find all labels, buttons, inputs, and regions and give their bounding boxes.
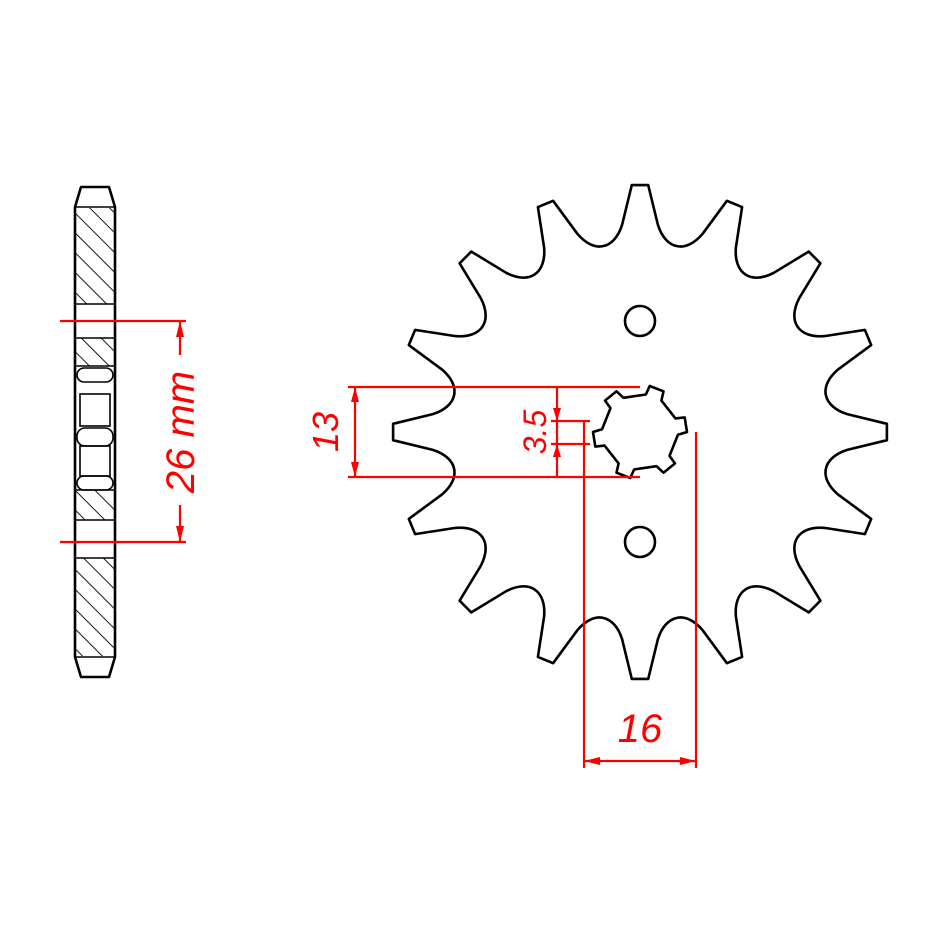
dimension-spline-outer: 13 xyxy=(305,385,640,479)
side-view xyxy=(73,185,117,679)
sprocket-outline xyxy=(391,183,889,681)
bolt-hole-bottom xyxy=(623,525,657,559)
dimension-spline-key: 3.5 xyxy=(517,387,590,477)
spline-bore xyxy=(591,384,689,480)
spline-key-label: 3.5 xyxy=(517,410,553,455)
hub-width-label: 26 mm xyxy=(159,371,203,494)
bore-to-edge-label: 16 xyxy=(618,707,663,751)
bolt-hole-top xyxy=(623,304,657,338)
dimension-bore-to-edge: 16 xyxy=(582,421,698,768)
dimension-hub-width: 26 mm xyxy=(60,319,203,544)
spline-outer-label: 13 xyxy=(305,412,346,452)
